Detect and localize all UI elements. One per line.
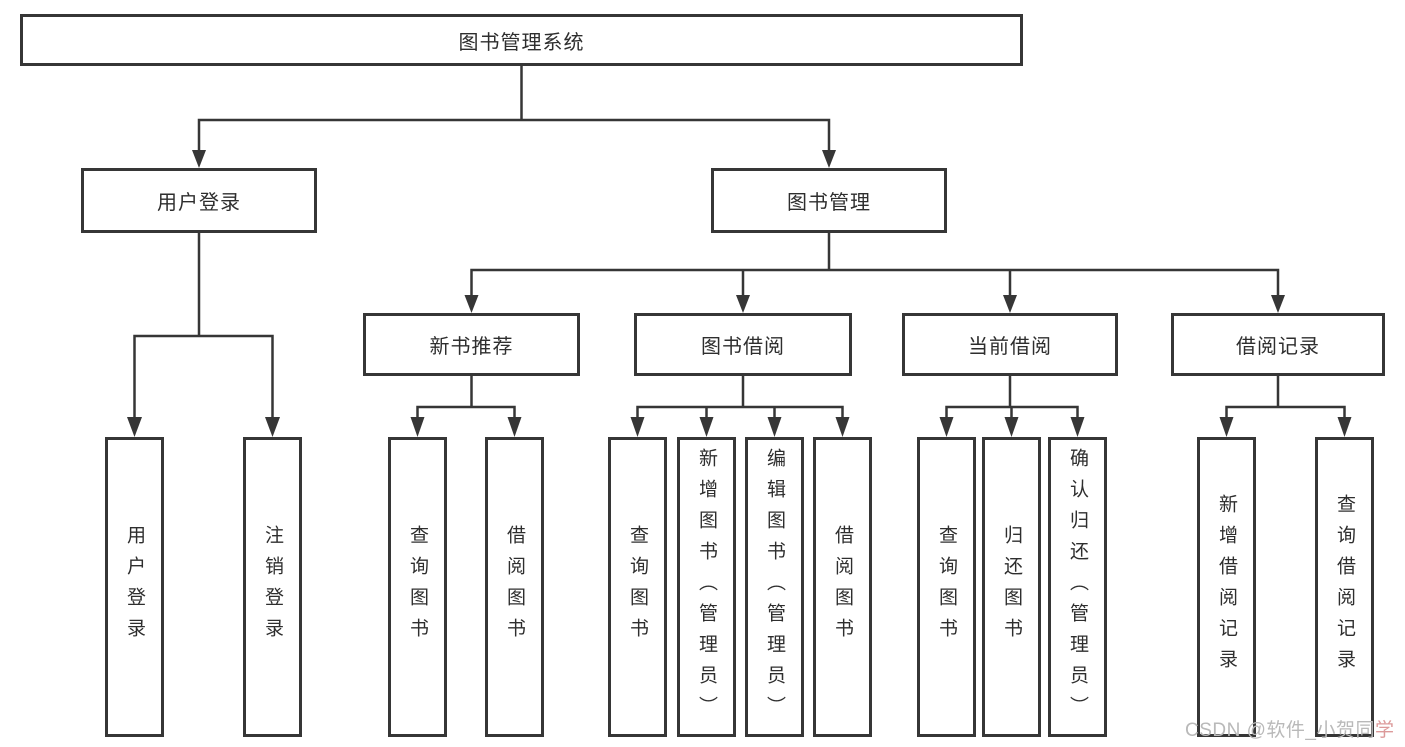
watermark-text: CSDN @软件_小贺同 [1185,720,1375,741]
node-label: 用户登录 [157,192,241,214]
arrowhead-icon [265,417,280,437]
node-borrow-books-borrowing: 借阅图书 [813,437,872,737]
connector-userlogin-children [127,231,280,437]
node-label: 归还图书 [1001,525,1022,649]
node-add-borrow-record: 新增借阅记录 [1197,437,1256,737]
node-label: 图书管理系统 [458,31,585,54]
connector-current-children [939,374,1085,437]
connector-records-children [1219,374,1352,437]
node-confirm-return-admin: 确认归还（管理员） [1048,437,1107,737]
node-current-borrowing: 当前借阅 [902,313,1118,376]
node-user-login-leaf: 用户登录 [105,437,164,737]
node-label: 新增借阅记录 [1216,494,1237,680]
node-label: 借阅图书 [504,525,525,649]
node-label: 当前借阅 [968,336,1052,358]
node-label: 新书推荐 [429,336,514,358]
arrowhead-icon [736,295,750,313]
node-query-books-newbooks: 查询图书 [388,437,447,737]
arrowhead-icon [630,417,645,437]
watermark: CSDN @软件_小贺同学 [1185,715,1395,742]
arrowhead-icon [410,417,425,437]
node-label: 编辑图书（管理员） [764,447,785,727]
node-book-management: 图书管理 [711,168,947,233]
node-label: 查询图书 [627,525,648,649]
node-label: 借阅记录 [1236,336,1320,358]
arrowhead-icon [1337,417,1352,437]
node-label: 注销登录 [262,525,283,649]
arrowhead-icon [464,295,479,313]
node-edit-books-admin: 编辑图书（管理员） [745,437,804,737]
node-label: 用户登录 [124,525,145,649]
node-query-books-borrowing: 查询图书 [608,437,667,737]
node-label: 新增图书（管理员） [696,447,717,727]
node-borrow-books-newbooks: 借阅图书 [485,437,544,737]
node-add-books-admin: 新增图书（管理员） [677,437,736,737]
arrowhead-icon [939,417,954,437]
arrowhead-icon [1004,417,1019,437]
watermark-accent: 学 [1374,720,1395,741]
node-label: 图书管理 [787,192,871,214]
arrowhead-icon [835,417,850,437]
node-borrowing-records: 借阅记录 [1171,313,1385,376]
arrowhead-icon [699,417,714,437]
node-book-borrowing: 图书借阅 [634,313,852,376]
node-query-books-current: 查询图书 [917,437,976,737]
node-logout: 注销登录 [243,437,302,737]
arrowhead-icon [1271,295,1285,313]
arrowhead-icon [127,417,142,437]
connector-newbooks-children [410,374,522,437]
node-label: 查询图书 [936,525,957,649]
arrowhead-icon [192,150,206,168]
arrowhead-icon [1003,295,1017,313]
node-new-book-recommend: 新书推荐 [363,313,580,376]
connector-bookmgmt-to-level3 [464,231,1285,313]
node-return-books: 归还图书 [982,437,1041,737]
node-label: 图书借阅 [701,336,785,358]
arrowhead-icon [822,150,836,168]
arrowhead-icon [1219,417,1234,437]
node-library-system: 图书管理系统 [20,14,1023,66]
node-label: 查询借阅记录 [1334,494,1355,680]
node-label: 确认归还（管理员） [1067,447,1088,727]
arrowhead-icon [507,417,522,437]
arrowhead-icon [1070,417,1085,437]
connector-root-to-level2 [192,64,836,168]
connector-borrowing-children [630,374,850,437]
node-label: 借阅图书 [832,525,853,649]
node-query-borrow-record: 查询借阅记录 [1315,437,1374,737]
node-label: 查询图书 [407,525,428,649]
node-user-login: 用户登录 [81,168,317,233]
arrowhead-icon [767,417,782,437]
